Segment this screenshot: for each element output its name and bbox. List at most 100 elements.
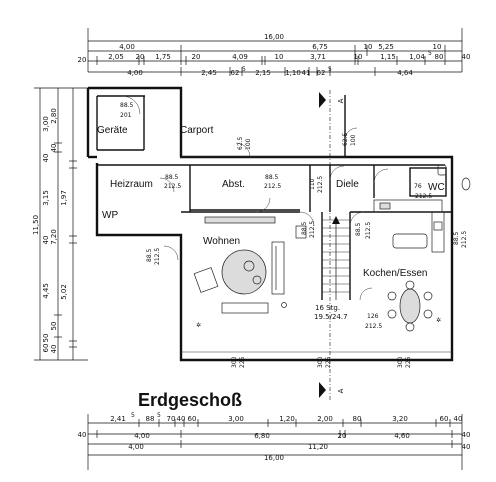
section-marker-bottom: A <box>337 388 345 393</box>
opening-wohnen-door: 88.5 <box>301 221 308 235</box>
dim-top-row3: 4,64 <box>397 69 413 77</box>
dim-left-inner: 40 <box>42 154 50 163</box>
dim-top-row3: 2,15 <box>255 69 271 77</box>
dim-left-mid: 40 <box>50 345 58 354</box>
dim-top-row3-sup: 5 <box>242 66 246 73</box>
dim-top-row2: 40 <box>462 53 471 61</box>
dim-bottom-row1-sup: 5 <box>131 412 135 419</box>
dim-top-row3-sup: 5 <box>328 66 332 73</box>
dim-top-row2: 1,15 <box>380 53 396 61</box>
dim-top-row3: 62 <box>317 69 326 77</box>
dim-top-row2: 20 <box>136 53 145 61</box>
opening-carport-door: 62.5 <box>237 136 244 150</box>
dim-top-row3: 4,00 <box>127 69 143 77</box>
room-label-wc: WC <box>428 182 445 193</box>
opening-dimensions: 88.5 201 62.5 100 62.5 100 88.5 212.5 88… <box>120 102 468 368</box>
dim-top-row1: 10 <box>364 43 373 51</box>
dim-bottom-row1: 60 <box>440 415 449 423</box>
room-label-diele: Diele <box>336 179 359 190</box>
dim-bottom-row2: 40 <box>462 431 471 439</box>
opening-kueche-right: 212.5 <box>461 231 468 248</box>
opening-win-bottom-2: 225 <box>325 356 332 368</box>
dim-top-row1: 10 <box>433 43 442 51</box>
dim-left-inner: 60 <box>42 344 50 353</box>
dim-top-row2: 20 <box>192 53 201 61</box>
section-arrow-icon <box>319 382 326 398</box>
dim-bottom-row1: 40 <box>454 415 463 423</box>
stair-steps: 16 Stg. <box>315 304 340 312</box>
dim-left-mid: 7,20 <box>50 229 58 245</box>
dim-bottom-row1: 2,41 <box>110 415 126 423</box>
dim-bottom-overall: 16,00 <box>264 454 284 462</box>
dim-top-row2: 2,05 <box>108 53 124 61</box>
dim-left-small: 5,02 <box>60 284 68 300</box>
opening-heizraum: 88.5 <box>165 174 179 181</box>
room-label-wp: WP <box>102 210 118 221</box>
dim-top-row2-sup: 5 <box>428 50 432 57</box>
dim-bottom-row1: 3,20 <box>392 415 408 423</box>
dim-top-row3: 1,10 <box>285 69 301 77</box>
opening-diele-door: 212.5 <box>317 176 324 193</box>
dim-bottom-row1: 60 <box>188 415 197 423</box>
room-label-kochen: Kochen/Essen <box>363 268 428 279</box>
dim-top-row3: 41 <box>302 69 311 77</box>
dim-left-inner: 40 <box>42 236 50 245</box>
opening-wohnen-left: 88.5 <box>146 248 153 262</box>
dim-top-row1: 4,00 <box>119 43 135 51</box>
opening-carport-right: 100 <box>350 134 357 146</box>
opening-geraete: 88.5 <box>120 102 134 109</box>
dim-bottom-row1: 88 <box>146 415 155 423</box>
dim-top-row2: 10 <box>275 53 284 61</box>
dim-top-row2: 80 <box>435 53 444 61</box>
dim-top-overall: 16,00 <box>264 33 284 41</box>
section-arrow-icon <box>319 92 326 108</box>
room-labels: Geräte Carport Heizraum Abst. Diele WC W… <box>97 125 445 321</box>
opening-carport-right: 62.5 <box>342 132 349 146</box>
dim-left-mid: 50 <box>50 322 58 331</box>
dim-bottom-row1: 3,00 <box>228 415 244 423</box>
plant-icon: ✲ <box>436 317 441 324</box>
walls <box>86 86 454 362</box>
dim-left-inner: 3,15 <box>42 190 50 206</box>
dim-left-outer: 11,50 <box>32 215 40 235</box>
dim-top-row2: 10 <box>354 53 363 61</box>
opening-abst: 212.5 <box>264 183 281 190</box>
dim-top-row2: 1,04 <box>409 53 425 61</box>
dim-top-row3: 2,45 <box>201 69 217 77</box>
dim-bottom-row1: 70 <box>167 415 176 423</box>
opening-win-bottom-3: 225 <box>405 356 412 368</box>
staircase <box>322 216 350 300</box>
dim-bottom-row2: 40 <box>78 431 87 439</box>
stair-rise: 19.5/24.7 <box>314 313 348 321</box>
section-marker-top: A <box>337 98 345 103</box>
dim-top-row1: 6,75 <box>312 43 328 51</box>
dim-left-mid: 40 <box>50 144 58 153</box>
opening-diele-door: 110 <box>309 178 316 190</box>
dim-top-row1: 5,25 <box>378 43 394 51</box>
dim-left-inner: 50 <box>42 334 50 343</box>
opening-win-bottom-3: 300 <box>397 356 404 368</box>
dim-bottom-row1: 1,20 <box>279 415 295 423</box>
opening-wohnen-door: 212.5 <box>309 221 316 238</box>
dim-top-row2: 1,75 <box>155 53 171 61</box>
dim-left-small: 1,97 <box>60 190 68 206</box>
opening-kueche-door: 88.5 <box>355 222 362 236</box>
dim-top-row3: 62 <box>231 69 240 77</box>
room-label-carport: Carport <box>180 125 214 136</box>
room-label-geraete: Geräte <box>97 125 128 136</box>
dim-bottom-row2: 20 <box>338 432 347 440</box>
opening-win-bottom-1: 300 <box>231 356 238 368</box>
opening-win-bottom-2: 300 <box>317 356 324 368</box>
opening-kueche-door: 212.5 <box>365 222 372 239</box>
section-line: A A <box>319 90 345 400</box>
opening-terrace: 126 <box>367 313 379 320</box>
opening-carport-door: 100 <box>245 138 252 150</box>
dim-bottom-row3: 4,00 <box>128 443 144 451</box>
plan-title: Erdgeschoß <box>138 390 242 410</box>
dim-left-mid: 2,80 <box>50 108 58 124</box>
opening-geraete: 201 <box>120 112 132 119</box>
door-swings <box>121 95 389 301</box>
dim-top-row2: 20 <box>78 56 87 64</box>
room-label-wohnen: Wohnen <box>203 236 240 247</box>
dim-bottom-row2: 4,00 <box>134 432 150 440</box>
